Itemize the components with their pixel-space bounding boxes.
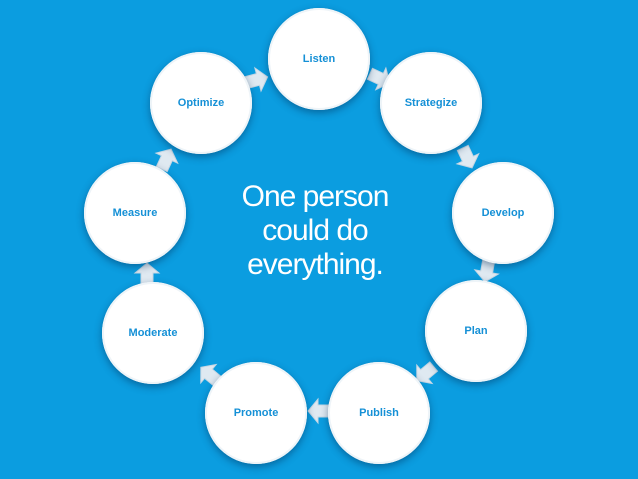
step-label: Publish <box>359 407 399 419</box>
step-node-listen: Listen <box>268 8 370 110</box>
arrow-develop-to-plan-icon <box>473 258 500 283</box>
step-label: Plan <box>464 325 488 337</box>
arrow-strategize-to-develop-icon <box>455 144 480 169</box>
center-line: could do <box>262 214 368 247</box>
step-node-moderate: Moderate <box>102 282 204 384</box>
center-line: One person <box>241 180 390 213</box>
step-label: Optimize <box>177 97 225 109</box>
step-node-strategize: Strategize <box>380 52 482 154</box>
arrow-plan-to-publish-icon <box>416 361 439 385</box>
arrow-publish-to-promote-icon <box>307 397 331 425</box>
step-node-plan: Plan <box>425 280 527 382</box>
step-label: Strategize <box>404 97 458 109</box>
step-label: Develop <box>481 207 525 219</box>
step-node-develop: Develop <box>452 162 554 264</box>
step-label: Listen <box>302 53 336 65</box>
center-line: everything. <box>247 248 384 281</box>
step-node-measure: Measure <box>84 162 186 264</box>
arrow-measure-to-optimize-icon <box>154 148 179 173</box>
center-statement: One person could do everything. <box>200 180 430 282</box>
step-label: Promote <box>233 407 279 419</box>
step-node-publish: Publish <box>328 362 430 464</box>
step-node-promote: Promote <box>205 362 307 464</box>
step-label: Measure <box>112 207 158 219</box>
step-label: Moderate <box>128 327 178 339</box>
step-node-optimize: Optimize <box>150 52 252 154</box>
